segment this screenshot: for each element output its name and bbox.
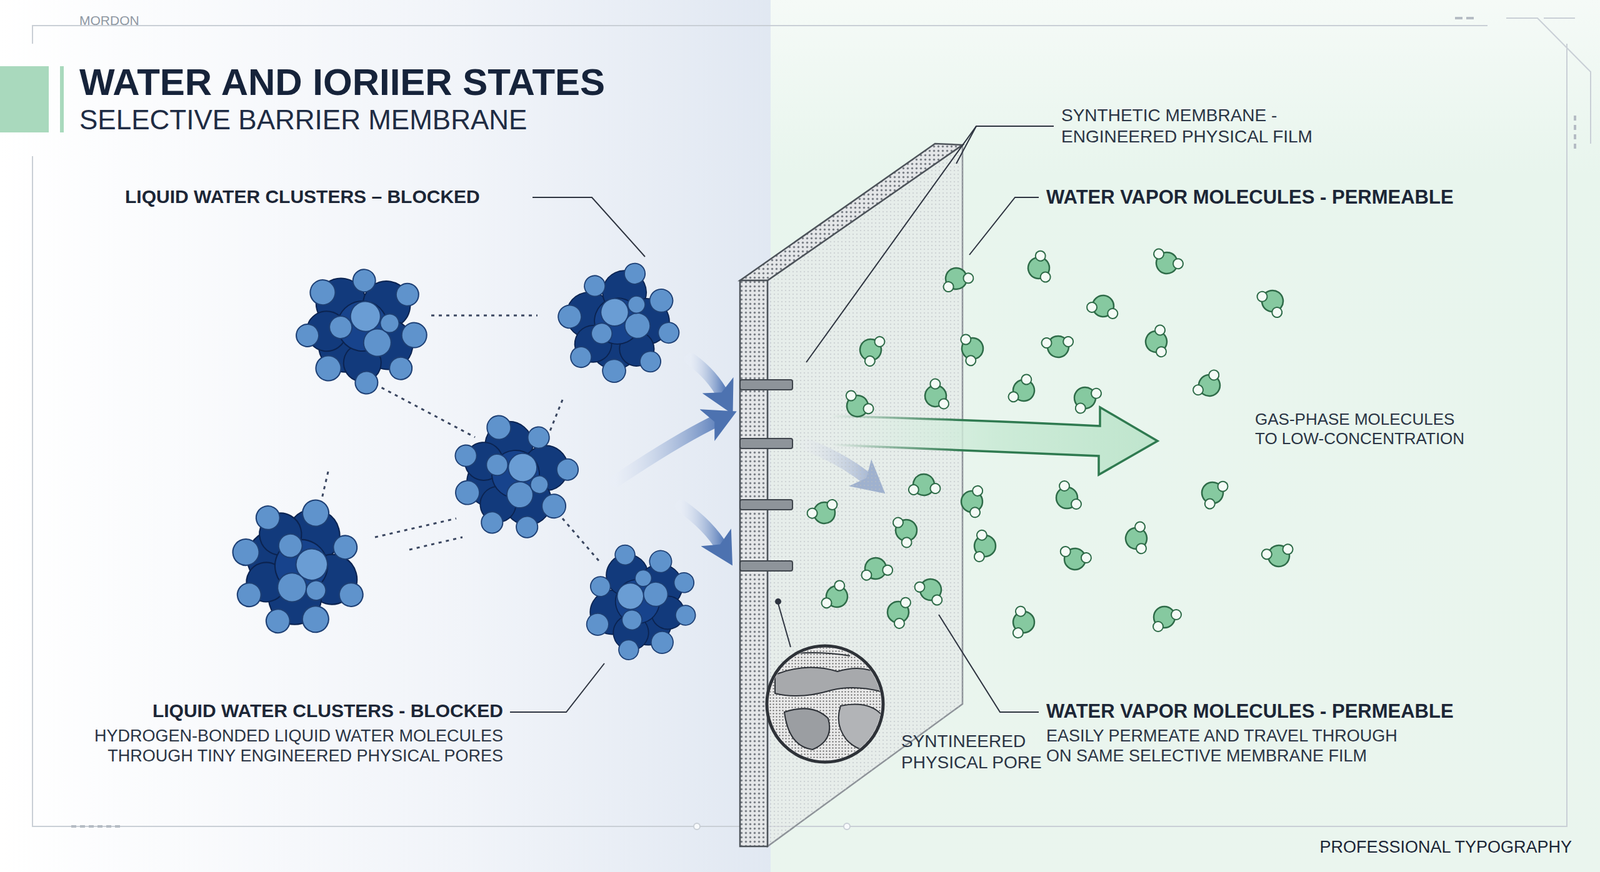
vapor-molecule	[1056, 537, 1094, 575]
vapor-molecule	[805, 496, 838, 526]
vapor-molecule	[1085, 290, 1123, 329]
callout-body: HYDROGEN-BONDED LIQUID WATER MOLECULES T…	[78, 726, 504, 767]
watermark: MORDON	[79, 12, 140, 29]
vapor-molecule	[963, 528, 1001, 566]
callout-label: SYNTHETIC MEMBRANE - ENGINEERED PHYSICAL…	[1061, 105, 1337, 147]
pore-inset	[766, 646, 888, 763]
vapor-molecule	[1153, 606, 1182, 632]
water-cluster	[542, 249, 698, 402]
vapor-molecule	[956, 481, 994, 520]
accent-bar	[0, 66, 49, 133]
vapor-molecule	[855, 332, 893, 369]
vapor-molecule	[816, 579, 852, 613]
water-cluster	[566, 527, 717, 680]
water-cluster	[216, 486, 377, 650]
vapor-molecule	[860, 555, 895, 589]
vapor-molecule	[906, 470, 944, 506]
leader-dot	[775, 598, 782, 605]
vapor-molecule	[1003, 373, 1039, 407]
callout-heading: LIQUID WATER CLUSTERS - BLOCKED	[152, 700, 504, 723]
vapor-molecule	[913, 575, 947, 611]
gas-arrow	[831, 407, 1158, 475]
water-cluster	[288, 260, 437, 404]
vapor-molecule	[923, 377, 953, 410]
leader-lines	[510, 126, 1054, 713]
vapor-molecule	[889, 516, 919, 549]
vapor-molecule	[841, 385, 875, 421]
footer-note: PROFESSIONAL TYPOGRAPHY	[1319, 837, 1572, 858]
vapor-molecule	[1121, 518, 1157, 556]
accent-line	[60, 66, 64, 133]
vapor-molecule	[1198, 477, 1234, 511]
vapor-molecule	[1190, 369, 1222, 399]
callout-heading: WATER VAPOR MOLECULES - PERMEABLE	[1046, 700, 1454, 724]
vapor-molecule	[953, 333, 987, 369]
vapor-molecule	[882, 593, 920, 632]
vapor-molecule	[1141, 321, 1177, 359]
vapor-molecule	[1025, 248, 1059, 284]
vapor-molecule	[1259, 536, 1295, 570]
left-ground	[0, 0, 771, 872]
vapor-molecule	[1038, 326, 1075, 362]
vapor-molecule	[1149, 241, 1185, 279]
callout-heading: WATER VAPOR MOLECULES - PERMEABLE	[1046, 185, 1454, 209]
arrow-label: GAS-PHASE MOLECULES TO LOW-CONCENTRATION	[1255, 410, 1471, 449]
callout-body: EASILY PERMEATE AND TRAVEL THROUGH ON SA…	[1046, 726, 1409, 767]
water-cluster	[428, 394, 598, 562]
vapor-molecules	[805, 241, 1294, 642]
vapor-molecule	[1256, 288, 1286, 320]
title: WATER AND IORIIER STATES	[79, 60, 605, 105]
vapor-molecule	[1056, 481, 1082, 510]
vapor-molecule	[942, 266, 975, 296]
vapor-molecule	[1071, 385, 1104, 415]
vapor-molecule	[1001, 604, 1040, 642]
callout-heading: LIQUID WATER CLUSTERS – BLOCKED	[125, 185, 480, 209]
callout-label: SYNTINEERED PHYSICAL PORE	[901, 731, 1058, 774]
subtitle: SELECTIVE BARRIER MEMBRANE	[79, 103, 527, 137]
